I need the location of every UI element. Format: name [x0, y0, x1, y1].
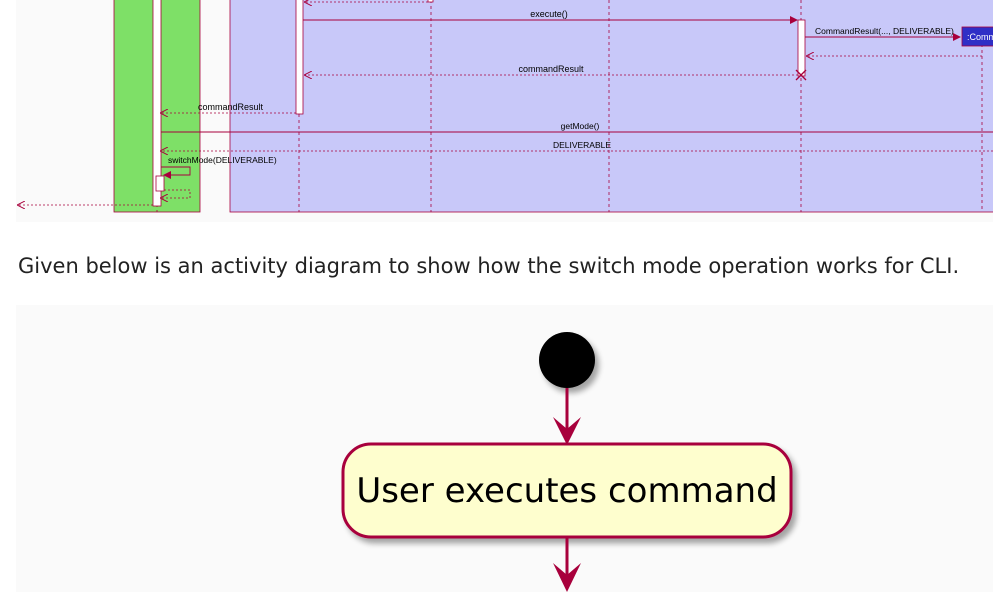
destroy-mark-b: [795, 69, 807, 81]
execute-label: execute(): [530, 9, 568, 19]
activation-command: [797, 19, 806, 77]
activation-small-top: [427, 0, 434, 3]
activation-self-call: [155, 175, 165, 192]
activation-parser: [295, 0, 304, 115]
activity-diagram-svg: User executes command: [341, 332, 793, 592]
activation-logic-manager: [152, 0, 162, 207]
deliverable-return-label: DELIVERABLE: [553, 140, 611, 150]
command-result-ctor-label: CommandResult(..., DELIVERABLE): [815, 26, 954, 36]
command-result-object: [961, 26, 993, 47]
switch-mode-label: switchMode(DELIVERABLE): [168, 155, 277, 165]
start-to-action-arrowhead: [553, 417, 581, 445]
switch-mode-return: [161, 189, 191, 198]
command-result-return-label: commandResult: [518, 64, 584, 74]
command-result-object-label: :Comm: [967, 32, 993, 42]
command-result-return2-label: commandResult: [198, 102, 264, 112]
switch-mode-self-call: [161, 166, 191, 179]
sequence-diagram-svg: execute() CommandResult(..., DELIVERABLE…: [16, 0, 993, 213]
action-node-label: User executes command: [356, 471, 777, 511]
start-node: [539, 332, 595, 388]
get-mode-label: getMode(): [561, 121, 600, 131]
activity-diagram-caption: Given below is an activity diagram to sh…: [18, 254, 960, 278]
model-box: [229, 0, 993, 213]
activity-diagram: User executes command: [16, 305, 993, 592]
action-to-next-arrowhead: [553, 563, 581, 592]
sequence-diagram: execute() CommandResult(..., DELIVERABLE…: [16, 0, 993, 222]
